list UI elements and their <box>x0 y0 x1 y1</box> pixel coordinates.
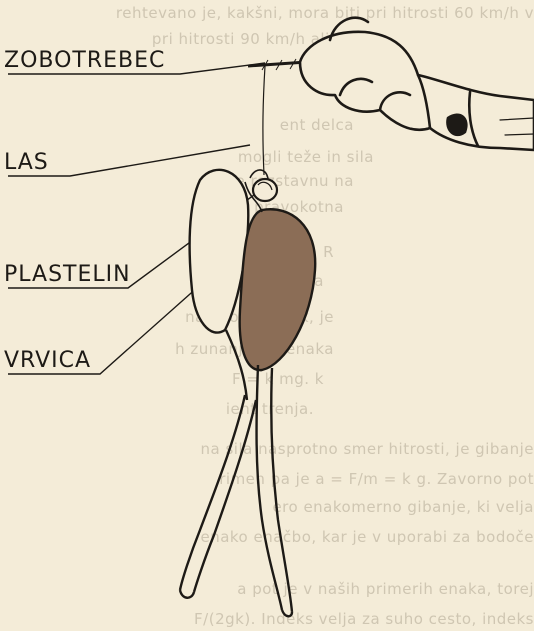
spoon-left-handle-tip <box>180 590 194 598</box>
hair-strand <box>263 66 265 175</box>
spoon-right-handle-tip <box>282 610 292 616</box>
spoon-right-bowl <box>240 209 316 370</box>
spoon-right-handle-outer <box>257 365 282 610</box>
spoon-left-handle <box>180 395 256 598</box>
label-las: LAS <box>4 150 49 175</box>
spoon-left <box>190 170 249 400</box>
plastelin-blob <box>253 179 277 201</box>
spoon-left-handle-inner <box>194 400 256 592</box>
spoon-left-handle-outer <box>180 395 245 590</box>
label-vrvica: VRVICA <box>4 348 91 373</box>
label-plastelin: PLASTELIN <box>4 262 131 287</box>
cuff-button <box>447 115 466 135</box>
label-zobotrebec: ZOBOTREBEC <box>4 48 165 73</box>
spoon-right <box>240 209 316 616</box>
hand <box>300 18 534 150</box>
hand-outline <box>300 32 534 150</box>
